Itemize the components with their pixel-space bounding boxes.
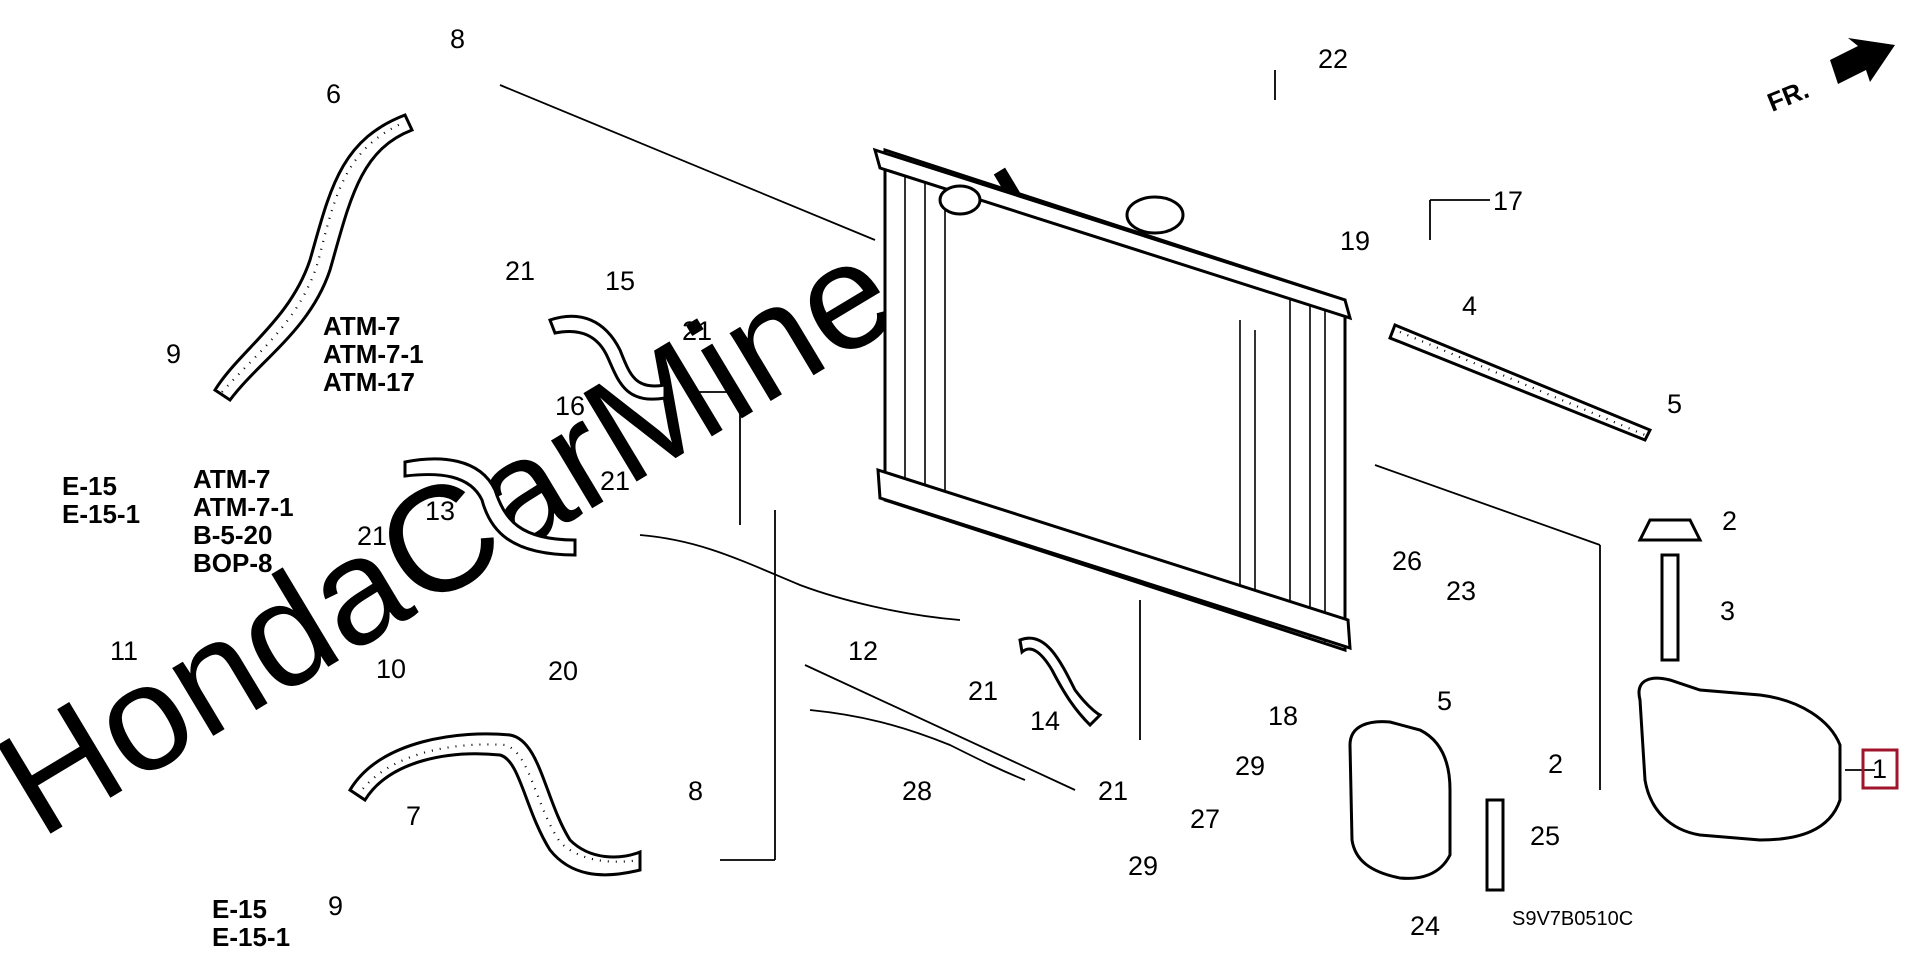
part-label-9: 9 [328, 891, 343, 921]
ref-code: B-5-20 [193, 520, 272, 550]
ref-code: E-15-1 [212, 922, 290, 952]
reserve-tank-1 [1637, 676, 1842, 842]
ref-code: E-15-1 [62, 499, 140, 529]
tube-25 [1485, 798, 1505, 892]
hose-28 [809, 709, 1026, 781]
part-label-8: 8 [688, 776, 703, 806]
ref-code: BOP-8 [193, 548, 272, 578]
part-label-5: 5 [1437, 686, 1452, 716]
part-label-2: 2 [1722, 506, 1737, 536]
part-label-11: 11 [110, 636, 138, 666]
part-label-14: 14 [1030, 706, 1060, 736]
radiator-core [872, 147, 1353, 653]
part-label-16: 16 [555, 391, 585, 421]
diagram-code: S9V7B0510C [1512, 908, 1633, 930]
part-label-18: 18 [1268, 701, 1298, 731]
hose-14 [1018, 636, 1103, 728]
pipe-12 [639, 534, 961, 621]
part-label-6: 6 [326, 79, 341, 109]
part-label-21: 21 [505, 256, 535, 286]
highlight-box [1861, 748, 1899, 790]
ref-code: E-15 [62, 471, 117, 501]
part-label-13: 13 [425, 496, 455, 526]
ref-code: ATM-7-1 [323, 339, 424, 369]
part-label-1: 1 [1872, 754, 1887, 784]
part-label-21: 21 [1098, 776, 1128, 806]
part-label-24: 24 [1410, 911, 1440, 941]
ref-code: ATM-17 [323, 367, 415, 397]
part-label-21: 21 [600, 466, 630, 496]
tank-cap-2 [1637, 518, 1703, 542]
part-label-29: 29 [1128, 851, 1158, 881]
front-label: FR. [1763, 74, 1813, 118]
part-label-15: 15 [605, 266, 635, 296]
ref-code: ATM-7 [323, 311, 401, 341]
part-label-26: 26 [1392, 546, 1422, 576]
leader-lines [499, 70, 1875, 861]
hose-15 [548, 314, 667, 401]
part-label-19: 19 [1340, 226, 1370, 256]
part-label-17: 17 [1493, 186, 1523, 216]
part-label-8: 8 [450, 24, 465, 54]
ref-code: ATM-7-1 [193, 492, 294, 522]
part-label-29: 29 [1235, 751, 1265, 781]
part-label-21: 21 [357, 521, 387, 551]
overflow-tube [1388, 323, 1653, 442]
part-label-3: 3 [1720, 596, 1735, 626]
part-label-20: 20 [548, 656, 578, 686]
ref-code: E-15 [212, 894, 267, 924]
part-label-5: 5 [1667, 389, 1682, 419]
lower-radiator-hose [347, 732, 642, 877]
front-direction-arrow: FR. [1763, 38, 1895, 118]
part-label-27: 27 [1190, 804, 1220, 834]
part-label-25: 25 [1530, 821, 1560, 851]
part-number-labels: 1 2 2 3 4 5 5 6 7 8 8 9 9 10 11 12 13 14… [110, 24, 1887, 941]
tube-3 [1660, 553, 1680, 662]
part-label-7: 7 [406, 801, 421, 831]
part-label-12: 12 [848, 636, 878, 666]
reference-codes: ATM-7 ATM-7-1 ATM-17 E-15 E-15-1 ATM-7 A… [62, 311, 424, 952]
part-label-28: 28 [902, 776, 932, 806]
part-label-9: 9 [166, 339, 181, 369]
upper-radiator-hose [212, 113, 415, 403]
part-label-2: 2 [1548, 749, 1563, 779]
reserve-tank-24 [1348, 720, 1452, 880]
ref-code: ATM-7 [193, 464, 271, 494]
part-label-23: 23 [1446, 576, 1476, 606]
part-label-10: 10 [376, 654, 406, 684]
part-label-22: 22 [1318, 44, 1348, 74]
part-label-21: 21 [682, 316, 712, 346]
part-label-4: 4 [1462, 291, 1477, 321]
hose-13 [403, 457, 577, 557]
part-label-21: 21 [968, 676, 998, 706]
